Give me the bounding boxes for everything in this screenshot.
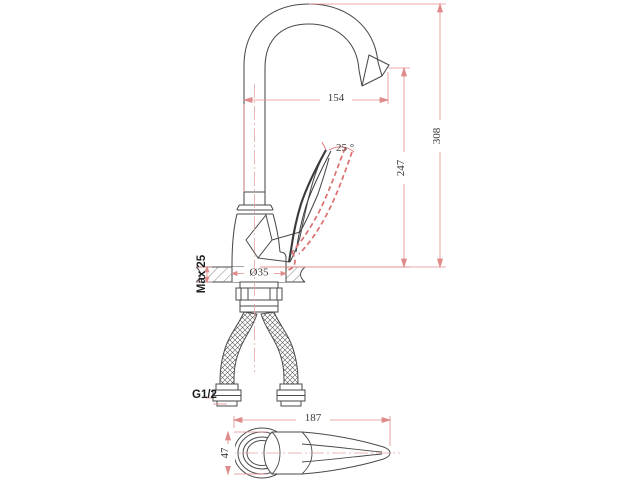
spout-vertical-riser [243,192,266,205]
handle-angle-label: 25 ° [336,142,354,154]
handle-angle-arc [321,141,355,153]
mounting-hole-dimension [230,270,288,277]
plan-width-label: 47 [219,447,231,459]
inlet-thread-label: G1/2 [192,389,217,401]
plan-length-label: 187 [305,412,322,424]
spout-reach-label: 154 [328,92,345,104]
supply-hose-right [260,311,306,407]
mounting-shank-assembly [235,281,283,313]
inlet-thread-leader [206,397,227,405]
top-plan-view: 187 47 [219,411,400,479]
counter-thickness-dimension [196,265,212,284]
supply-hose-left [212,311,258,407]
spout-outlet-tip [361,54,390,87]
front-elevation-view: 25 ° Ø35 Max 25 [192,2,447,407]
lever-handle-stem [287,149,327,263]
spout-reach-dimension [242,72,390,192]
spout-height-label: 247 [395,159,407,176]
lever-handle-stem-inner [295,150,332,253]
counter-thickness-label: Max 25 [196,254,208,293]
lever-handle-seat [245,213,301,263]
plan-spout-inner-lines [271,431,383,475]
overall-height-label: 308 [431,127,443,144]
mounting-hole-label: Ø35 [250,267,269,279]
body-collar [236,204,274,215]
